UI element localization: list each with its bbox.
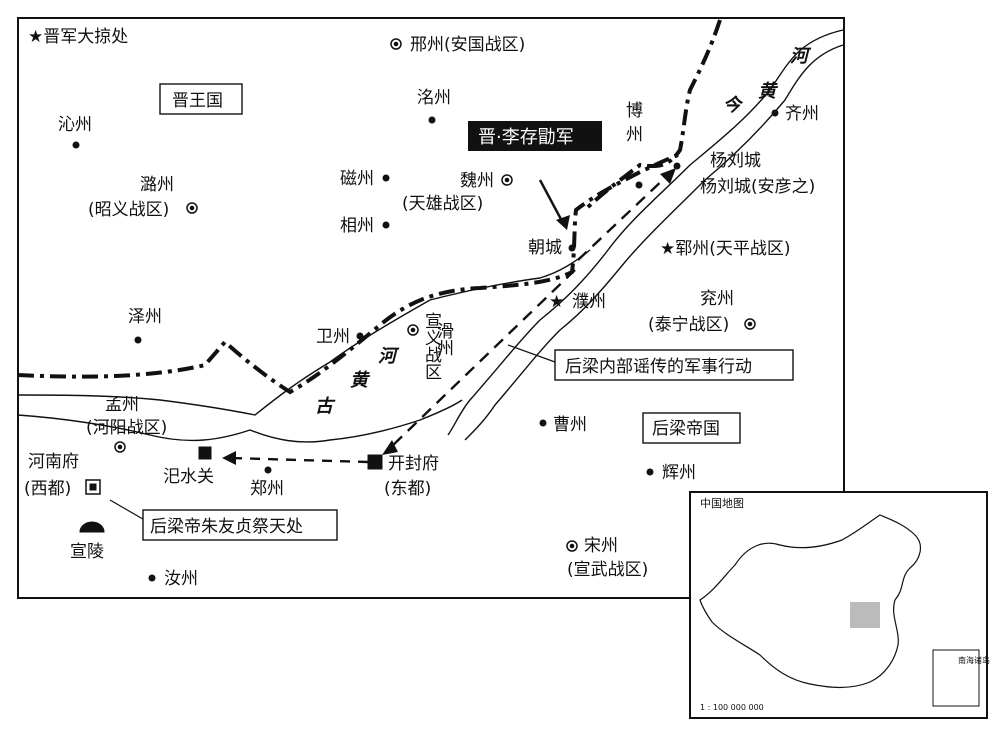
legend-star-note: ★晋军大掠处 [28, 27, 128, 47]
movement-arrows [109, 174, 669, 523]
river-jin-a: 今 [723, 95, 744, 116]
rumor-label: 后梁内部谣传的军事行动 [565, 357, 752, 377]
river-jin-b: 黄 [758, 81, 779, 102]
river-jin-c: 河 [790, 46, 812, 67]
label-huazhou: 滑州 [433, 322, 454, 356]
label-mengzhou: 孟州 [105, 395, 139, 415]
label-xuanyi: 宣义战区 [421, 312, 442, 380]
label-zhaoyi: (昭义战区) [88, 200, 169, 220]
label-qinzhou: 沁州 [58, 115, 92, 135]
label-yangliu2: 杨刘城(安彦之) [700, 177, 815, 197]
label-huizhou: 辉州 [662, 463, 696, 483]
label-dongdu: (东都) [384, 479, 431, 499]
label-bozhou-a: 博 [626, 101, 643, 121]
label-xuanling: 宣陵 [70, 542, 104, 562]
label-zhengzhou: 郑州 [250, 479, 284, 499]
arrow-heads [222, 168, 676, 465]
label-tianxiong: (天雄战区) [402, 194, 483, 214]
label-taining: (泰宁战区) [648, 315, 729, 335]
label-zhaocheng: 朝城 [528, 238, 562, 258]
inset-china-map: 中国地图 南海诸岛 1 : 100 000 000 [689, 491, 990, 719]
place-names: 邢州(安国战区) 洺州 沁州 潞州 (昭义战区) 磁州 相州 魏州 (天雄战区)… [24, 35, 819, 589]
label-henanfu: 河南府 [28, 452, 79, 472]
jin-state-box [159, 83, 243, 115]
inset-title: 中国地图 [700, 497, 744, 510]
label-xingzhou: 邢州(安国战区) [410, 35, 525, 55]
ancient-yellow-river [17, 249, 591, 443]
label-zezhou: 泽州 [128, 307, 162, 327]
label-mingzhou: 洺州 [417, 88, 451, 108]
river-gu-a: 古 [315, 396, 336, 417]
liang-state-label: 后梁帝国 [652, 419, 720, 439]
river-names: 今 黄 河 古 黄 河 [315, 46, 812, 417]
river-gu-b: 黄 [350, 370, 371, 391]
li-army-label: 晋·李存勖军 [478, 127, 574, 148]
inset-scale: 1 : 100 000 000 [700, 703, 764, 712]
label-bozhou-b: 州 [626, 125, 643, 145]
label-ruzhou: 汝州 [164, 569, 198, 589]
sacrifice-box [142, 509, 338, 541]
label-heyang: (河阳战区) [86, 418, 167, 438]
label-cizhou: 磁州 [340, 169, 374, 189]
label-xuanwu: (宣武战区) [567, 560, 648, 580]
liang-state-box [642, 412, 741, 444]
inset-note: 南海诸岛 [958, 655, 990, 665]
jin-state-label: 晋王国 [172, 91, 223, 111]
label-xidu: (西都) [24, 479, 71, 499]
label-sishuiguan: 汜水关 [163, 467, 214, 487]
river-gu-c: 河 [378, 346, 400, 367]
place-markers [72, 38, 779, 582]
puzhou-star: ★ [549, 292, 564, 312]
sacrifice-label: 后梁帝朱友贞祭天处 [150, 517, 303, 537]
label-qizhou: 齐州 [785, 104, 819, 124]
label-caozhou: 曹州 [553, 415, 587, 435]
label-kaifeng: 开封府 [388, 454, 439, 474]
label-weizhou-a: 魏州 [460, 171, 494, 191]
label-yanzhou: 兖州 [700, 289, 734, 309]
label-xiangzhou: 相州 [340, 216, 374, 236]
label-yunzhou: ★郓州(天平战区) [660, 239, 791, 259]
label-yangliu1: 杨刘城 [710, 151, 761, 171]
li-army-box [468, 121, 602, 151]
label-weizhou-b: 卫州 [316, 327, 350, 347]
current-yellow-river [447, 29, 844, 441]
boundary-lines [17, 19, 722, 395]
label-puzhou: 濮州 [572, 292, 606, 312]
inset-highlight [850, 602, 880, 628]
label-luzhou: 潞州 [140, 175, 174, 195]
rumor-box [554, 349, 794, 381]
label-songzhou: 宋州 [584, 536, 618, 556]
